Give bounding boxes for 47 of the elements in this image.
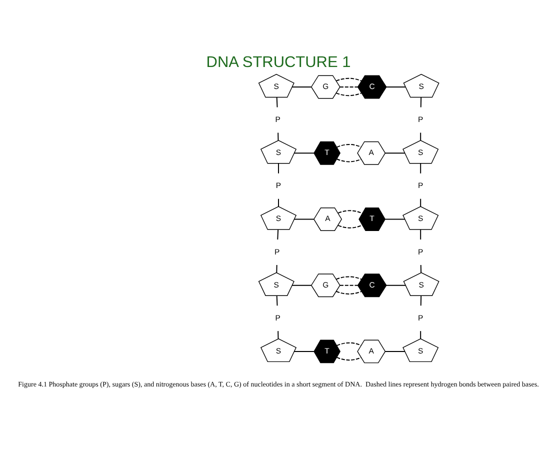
connector: [278, 330, 279, 340]
node-text: P: [276, 181, 282, 190]
connector: [336, 92, 362, 96]
node-text: P: [275, 313, 280, 322]
connector: [336, 144, 362, 148]
connector: [386, 284, 406, 286]
connector: [339, 284, 358, 286]
connector: [276, 96, 278, 108]
connector: [294, 152, 314, 154]
connector: [420, 96, 422, 108]
node-text: P: [418, 181, 424, 190]
node-text: P: [418, 115, 424, 124]
connector: [276, 295, 278, 306]
connector: [338, 210, 363, 214]
connector: [420, 295, 422, 306]
connector: [336, 356, 362, 361]
connector: [336, 158, 362, 162]
connector: [420, 162, 422, 174]
connector: [420, 330, 422, 340]
node-text: P: [418, 247, 424, 256]
node-text: P: [418, 313, 424, 322]
connector: [294, 218, 314, 220]
connector: [420, 198, 422, 208]
connector: [278, 198, 279, 208]
connector: [384, 218, 406, 220]
diagram-title: DNA STRUCTURE 1: [206, 54, 351, 72]
connector: [336, 290, 362, 294]
node-text: P: [274, 247, 280, 256]
connector: [278, 132, 279, 141]
connector: [384, 152, 406, 154]
connector: [278, 162, 279, 174]
connector: [336, 276, 362, 280]
connector: [294, 350, 314, 352]
connector: [338, 224, 363, 228]
connector: [276, 264, 278, 274]
connector: [336, 342, 362, 346]
connector: [336, 78, 362, 82]
connector: [292, 86, 312, 88]
connector: [339, 86, 358, 88]
connector: [420, 229, 422, 240]
connector: [420, 132, 422, 141]
connector: [277, 229, 279, 240]
node-text: P: [275, 115, 280, 124]
connector: [384, 350, 406, 352]
connector: [386, 86, 406, 88]
connector: [420, 264, 422, 274]
connector: [292, 284, 312, 286]
